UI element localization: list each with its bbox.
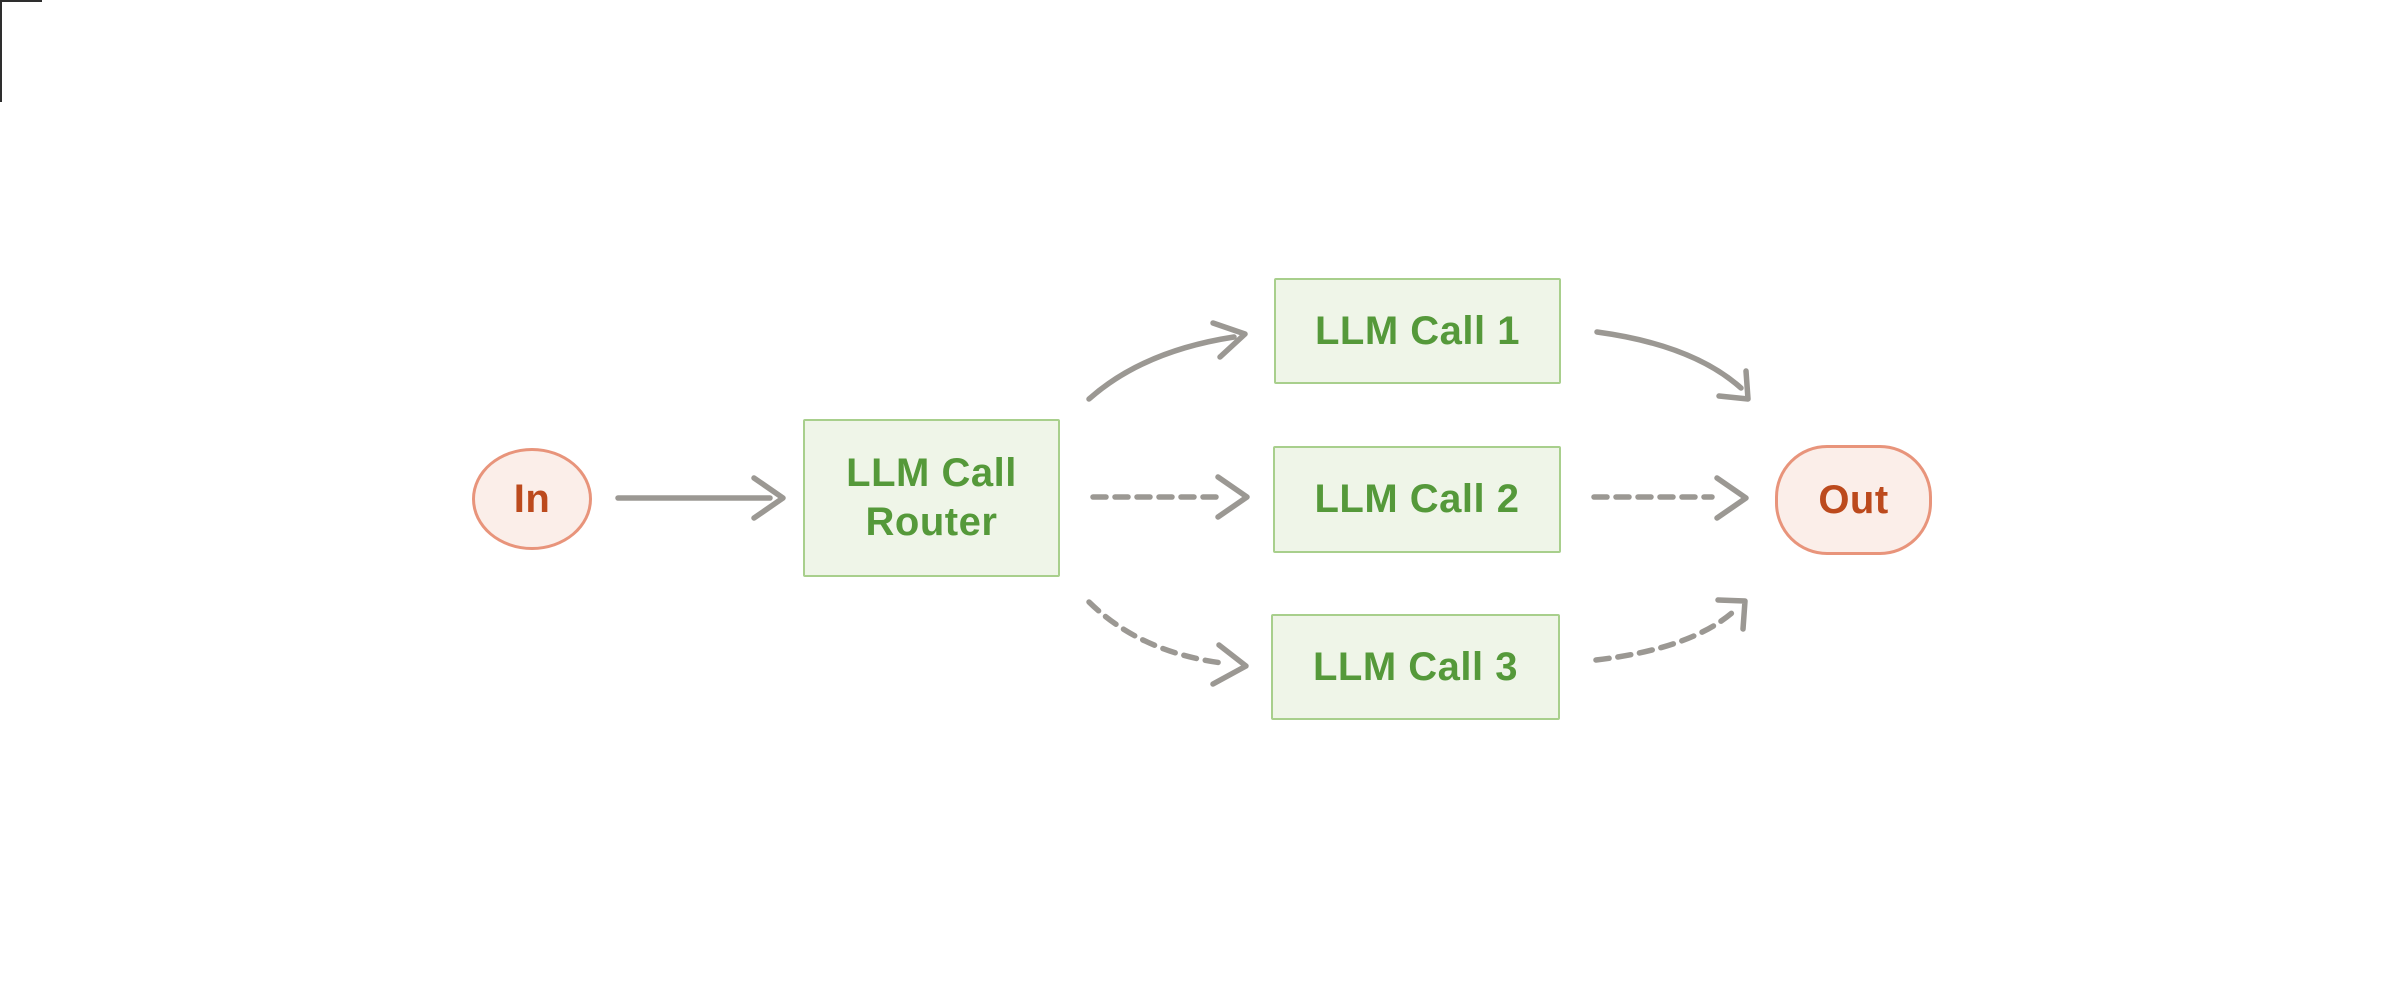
- llm-call-3-label: LLM Call 3: [1312, 644, 1519, 689]
- llm-call-2-node: LLM Call 2: [1273, 446, 1561, 553]
- arrow-router-to-call1: [1086, 320, 1248, 402]
- screenshot-edge-artifact: [0, 0, 42, 102]
- arrow-call2-to-out: [1591, 475, 1749, 521]
- out-node-label: Out: [1818, 477, 1889, 522]
- llm-call-router-label: LLM Call Router: [846, 451, 1017, 544]
- llm-call-1-node: LLM Call 1: [1274, 278, 1561, 384]
- arrow-router-to-call2: [1090, 474, 1250, 520]
- llm-call-router-node: LLM Call Router: [803, 419, 1060, 577]
- llm-call-1-label: LLM Call 1: [1314, 308, 1521, 353]
- arrow-router-to-call3: [1086, 599, 1249, 687]
- in-node-label: In: [513, 476, 551, 521]
- arrow-call1-to-out: [1594, 329, 1751, 402]
- arrow-in-to-router: [615, 475, 786, 521]
- in-node: In: [472, 448, 592, 550]
- llm-call-2-label: LLM Call 2: [1314, 477, 1520, 521]
- out-node: Out: [1775, 445, 1932, 555]
- llm-call-3-node: LLM Call 3: [1271, 614, 1560, 720]
- arrow-call3-to-out: [1593, 597, 1748, 663]
